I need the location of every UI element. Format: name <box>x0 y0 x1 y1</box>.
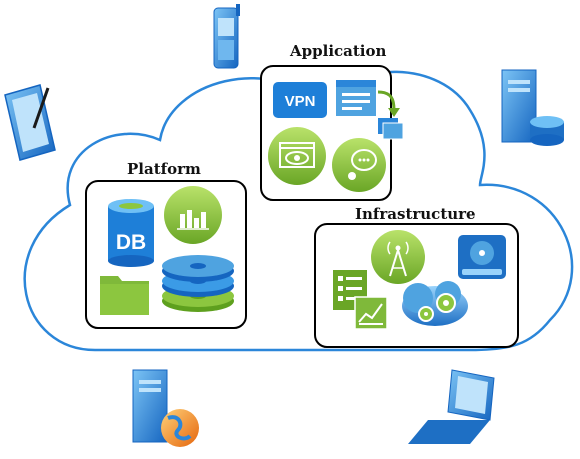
vpn-label: VPN <box>285 93 316 110</box>
platform-title: Platform <box>127 160 201 178</box>
application-title: Application <box>290 42 387 60</box>
tablet-icon <box>4 84 56 161</box>
vpn-icon: VPN <box>273 82 327 118</box>
antenna-icon <box>371 230 425 284</box>
server-globe-icon <box>132 369 199 447</box>
hard-drive-icon <box>458 235 506 279</box>
gears-icon <box>402 281 468 326</box>
laptop-icon <box>408 369 495 444</box>
mobile-phone-icon <box>213 4 240 69</box>
line-chart-icon <box>354 296 388 330</box>
disk-stack-icon <box>162 255 234 312</box>
database-icon: DB <box>108 199 154 267</box>
eye-window-icon <box>268 127 326 185</box>
folder-icon <box>100 276 149 315</box>
server-database-icon <box>501 69 564 146</box>
bar-chart-icon <box>164 186 222 244</box>
document-transfer-icon <box>336 80 404 140</box>
infrastructure-title: Infrastructure <box>355 205 476 223</box>
db-label: DB <box>116 231 146 254</box>
chat-bubble-icon <box>332 138 386 192</box>
